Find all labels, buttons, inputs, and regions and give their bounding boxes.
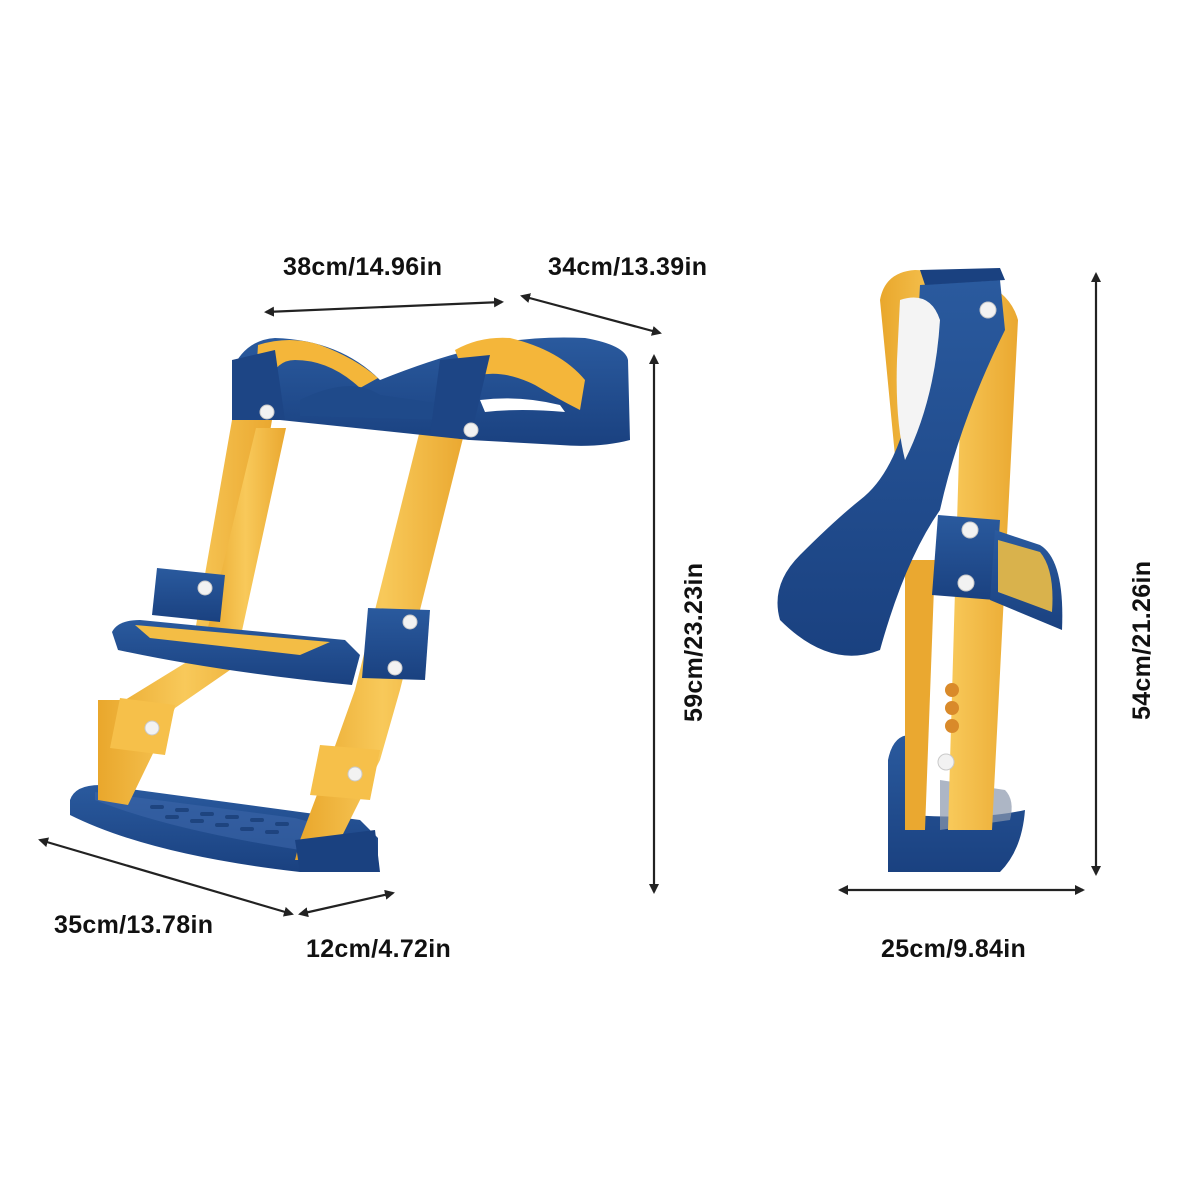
arrow-base-depth [298,889,395,918]
arrow-base-width [38,837,294,917]
side-view-ladder [777,268,1063,872]
label-base-depth: 12cm/4.72in [306,935,452,963]
arrow-seat-width [264,297,504,317]
label-seat-depth: 34cm/13.39in [548,253,708,281]
front-view-ladder [70,337,630,872]
label-folded-height: 54cm/21.26in [1128,560,1156,720]
dimension-arrows [38,272,1101,918]
arrow-seat-depth [520,293,662,336]
label-folded-depth: 25cm/9.84in [881,935,1027,963]
label-front-height: 59cm/23.23in [680,562,708,722]
label-base-width: 35cm/13.78in [54,911,214,939]
label-seat-width: 38cm/14.96in [283,253,443,281]
